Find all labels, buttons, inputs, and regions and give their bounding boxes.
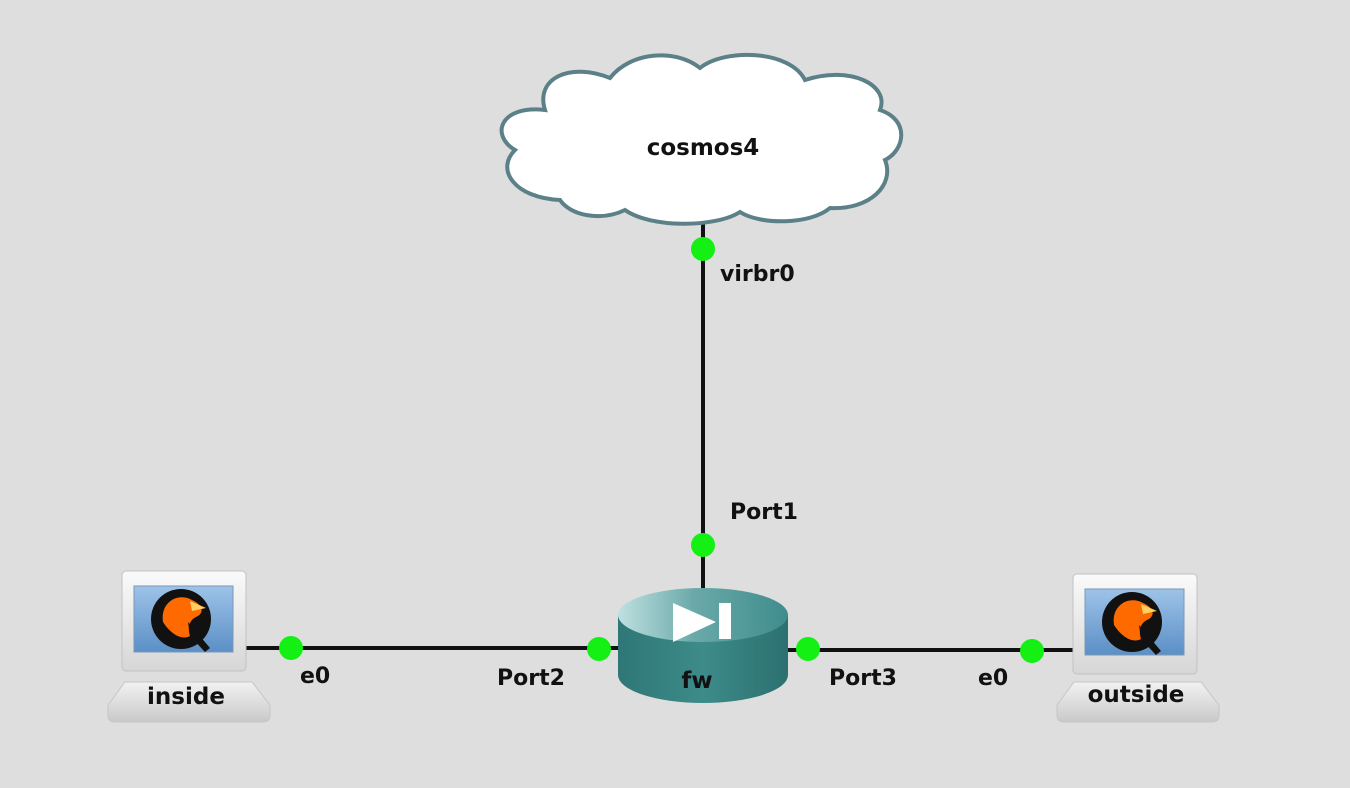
port-label-fw-port2: Port2 [497, 666, 565, 691]
firewall-label: fw [681, 668, 712, 694]
host-label-outside: outside [1088, 682, 1185, 708]
host-node-outside[interactable]: outside [1056, 573, 1220, 723]
host-node-inside[interactable]: inside [107, 570, 271, 723]
firewall-node-fw[interactable]: fw [618, 588, 788, 703]
host-label-inside: inside [147, 684, 225, 710]
qemu-host-icon [1056, 573, 1220, 723]
cloud-icon [499, 52, 904, 226]
port-status-virbr0 [691, 237, 715, 261]
port-label-fw-port3: Port3 [829, 666, 897, 691]
port-label-fw-port1: Port1 [730, 500, 798, 525]
port-label-virbr0: virbr0 [720, 262, 795, 287]
port-status-fw-port2 [587, 637, 611, 661]
qemu-host-icon [107, 570, 271, 723]
cloud-node-cosmos4[interactable]: cosmos4 [499, 52, 904, 226]
cloud-label: cosmos4 [647, 135, 760, 161]
port-status-outside-e0 [1020, 639, 1044, 663]
port-status-fw-port1 [691, 533, 715, 557]
port-label-outside-e0: e0 [978, 666, 1008, 691]
firewall-icon [618, 588, 788, 703]
port-status-fw-port3 [796, 637, 820, 661]
port-label-inside-e0: e0 [300, 664, 330, 689]
port-status-inside-e0 [279, 636, 303, 660]
